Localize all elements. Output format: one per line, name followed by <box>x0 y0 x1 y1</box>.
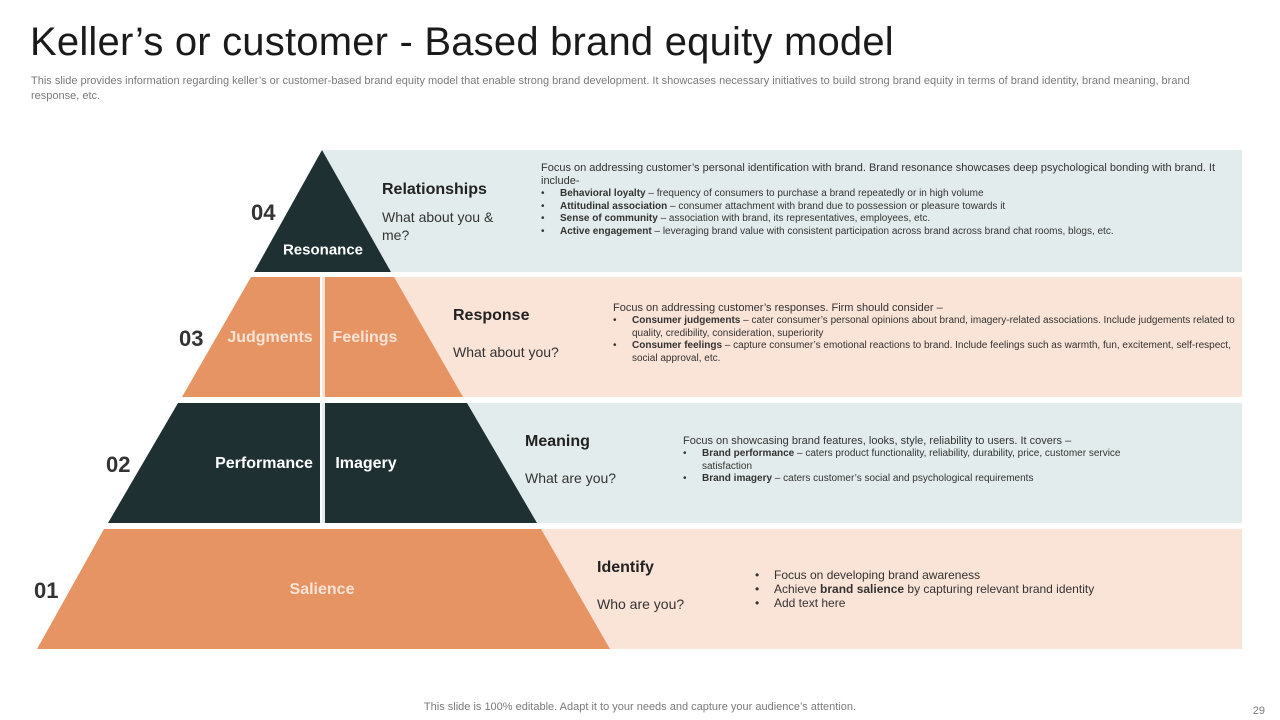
pyramid-segment-feelings <box>325 277 463 397</box>
bullet-item: Add text here <box>755 596 1215 610</box>
stage-title-meaning: Meaning <box>525 433 590 450</box>
bullet-item: Consumer feelings – capture consumer’s e… <box>613 340 1235 365</box>
bullet-item: Consumer judgements – cater consumer’s p… <box>613 315 1235 340</box>
level-number-3: 03 <box>179 326 204 351</box>
bullet-item: Behavioral loyalty – frequency of consum… <box>541 188 1236 201</box>
level-number-4: 04 <box>251 200 276 225</box>
page-subtitle: This slide provides information regardin… <box>31 75 1190 102</box>
page-number: 29 <box>1252 705 1265 717</box>
pyramid-segment-imagery <box>325 403 537 523</box>
description-level-4: Focus on addressing customer’s personal … <box>541 162 1236 238</box>
segment-label-salience: Salience <box>289 581 355 598</box>
stage-question-1: Who are you? <box>597 596 685 612</box>
description-level-2: Focus on showcasing brand features, look… <box>683 435 1161 486</box>
bullet-list: Brand performance – caters product funct… <box>683 448 1161 486</box>
pyramid-segment-resonance <box>254 150 391 272</box>
segment-label-feelings: Feelings <box>332 329 398 346</box>
stage-question-2: What are you? <box>525 470 617 486</box>
stage-question-4: What about you & me? <box>382 209 494 243</box>
bullet-list: Behavioral loyalty – frequency of consum… <box>541 188 1236 238</box>
bullet-list: Consumer judgements – cater consumer’s p… <box>613 315 1235 365</box>
description-intro: Focus on addressing customer’s responses… <box>613 302 943 314</box>
segment-label-imagery: Imagery <box>335 455 397 472</box>
bullet-item: Sense of community – association with br… <box>541 213 1236 226</box>
description-intro: Focus on addressing customer’s personal … <box>541 162 1216 187</box>
level-number-2: 02 <box>106 452 131 477</box>
bullet-item: Focus on developing brand awareness <box>755 568 1215 582</box>
bullet-item: Brand imagery – caters customer’s social… <box>683 473 1161 486</box>
pyramid-segment-judgments <box>182 277 320 397</box>
description-intro: Focus on showcasing brand features, look… <box>683 435 1072 447</box>
stage-title-identify: Identify <box>597 559 654 576</box>
pyramid-segment-performance <box>108 403 320 523</box>
description-level-1: Focus on developing brand awareness Achi… <box>755 568 1215 610</box>
bullet-item: Achieve brand salience by capturing rele… <box>755 582 1215 596</box>
description-level-3: Focus on addressing customer’s responses… <box>613 302 1235 365</box>
segment-label-performance: Performance <box>215 455 313 472</box>
bullet-item: Attitudinal association – consumer attac… <box>541 201 1236 214</box>
segment-label-judgments: Judgments <box>227 329 313 346</box>
page-title: Keller’s or customer - Based brand equit… <box>30 20 894 64</box>
bullet-item: Active engagement – leveraging brand val… <box>541 226 1236 239</box>
bullet-item: Brand performance – caters product funct… <box>683 448 1161 473</box>
stage-title-relationships: Relationships <box>382 181 487 198</box>
stage-title-response: Response <box>453 307 530 324</box>
pyramid-segment-salience <box>37 529 610 649</box>
level-number-1: 01 <box>34 578 59 603</box>
segment-label-resonance: Resonance <box>282 241 364 259</box>
stage-question-3: What about you? <box>453 344 559 360</box>
bullet-list: Focus on developing brand awareness Achi… <box>755 568 1215 610</box>
footer-note: This slide is 100% editable. Adapt it to… <box>423 701 857 713</box>
